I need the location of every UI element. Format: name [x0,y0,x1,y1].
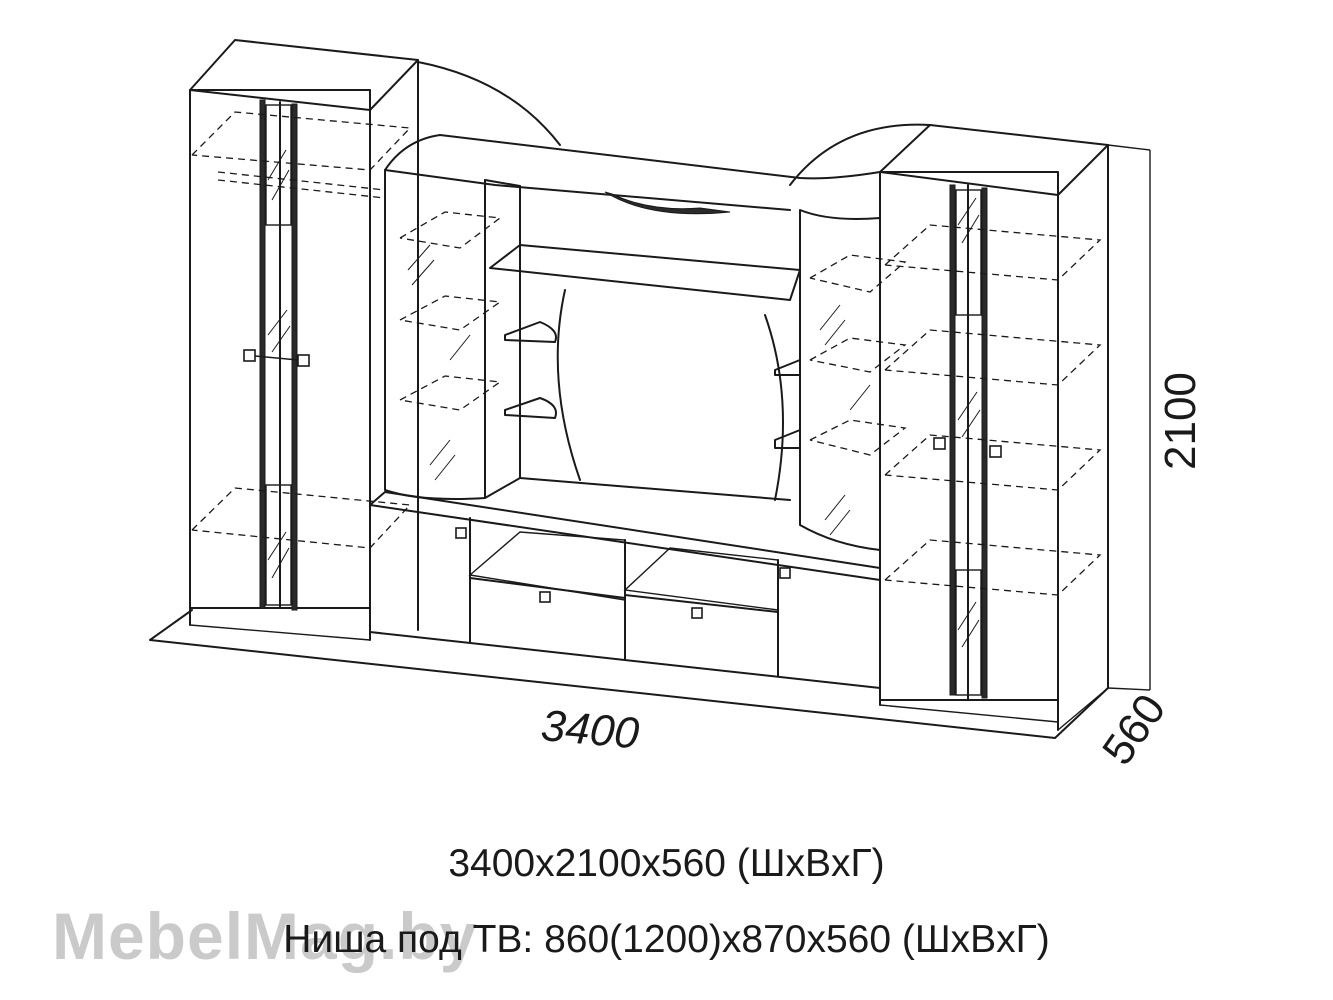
watermark: MebelMag.by [52,899,478,973]
tv-niche-caption: Ниша под ТВ: 860(1200)x870x560 (ШxВxГ) [283,918,1050,961]
depth-label: 560 [1093,685,1175,773]
left-wardrobe [189,39,419,641]
height-dimension-line [1107,144,1151,151]
overall-size-caption: 3400x2100x560 (ШxВxГ) [448,842,885,885]
floor-outline [149,609,1109,739]
central-section [369,134,907,689]
width-label: 3400 [539,701,641,758]
depth-dimension-line [1057,687,1109,731]
arch-left [417,61,561,146]
height-label: 2100 [1156,372,1205,470]
arch-right [789,123,931,186]
right-wardrobe [879,124,1109,731]
